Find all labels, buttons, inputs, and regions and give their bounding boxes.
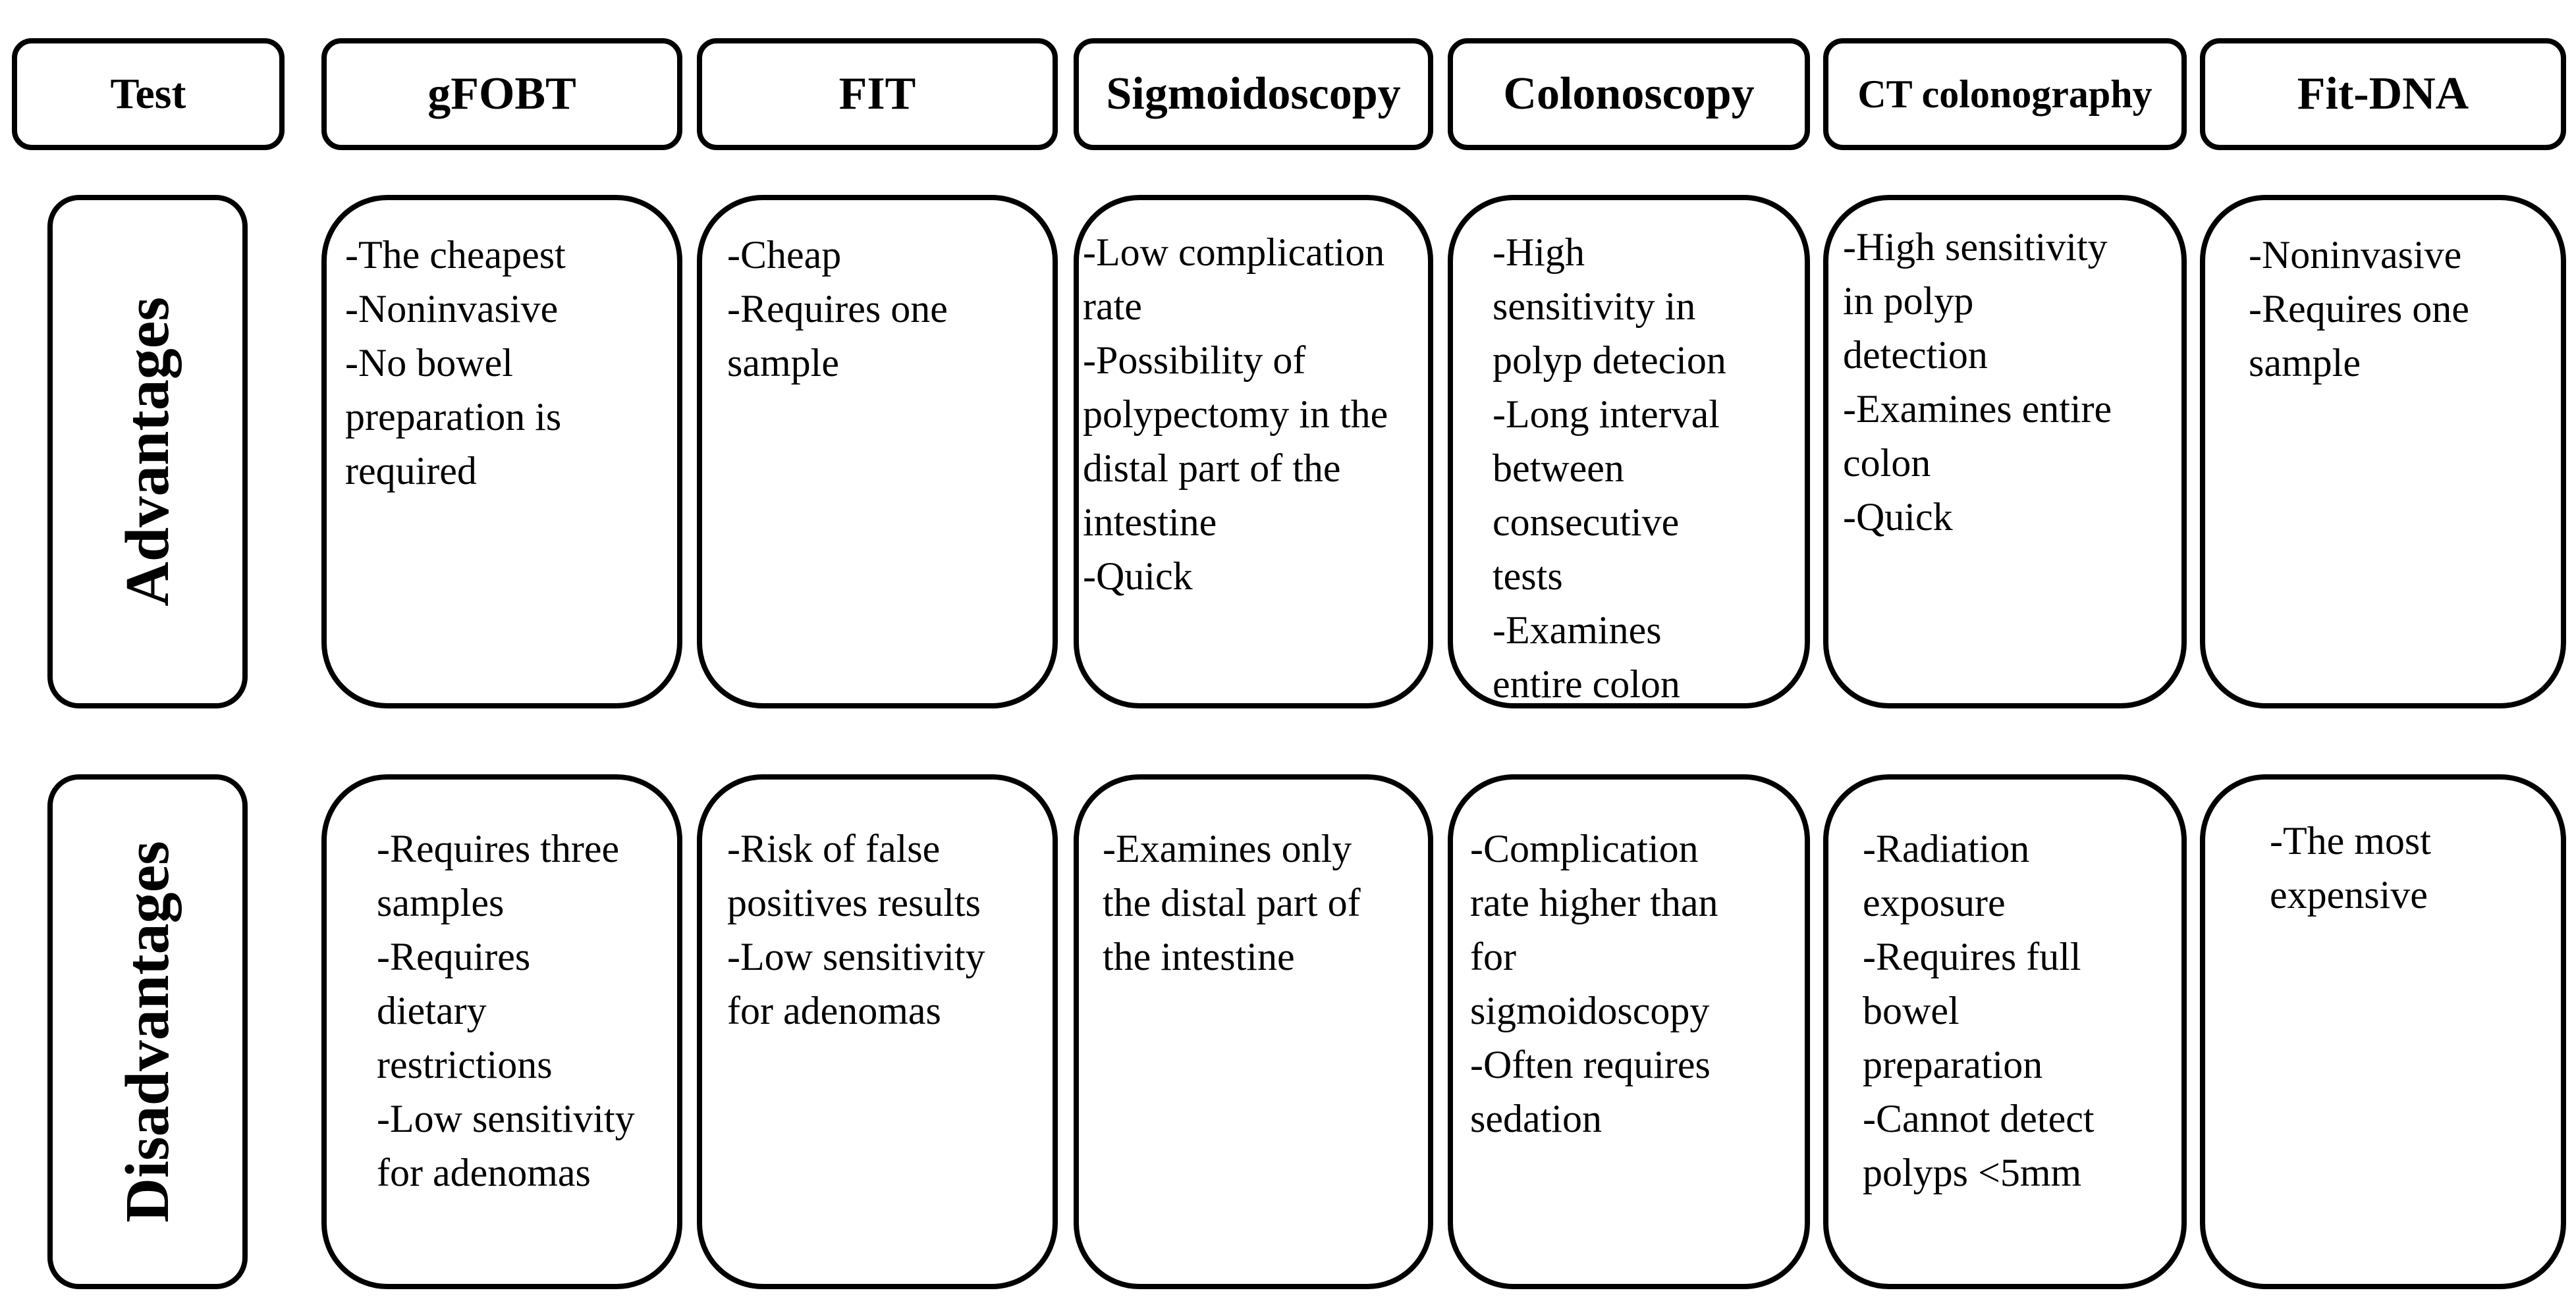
cell-line: expensive [2270, 873, 2428, 917]
disadvantages-label: Disadvantages [113, 841, 182, 1223]
cell-disadvantages-fit-dna: -The most expensive [2200, 774, 2566, 1289]
cell-line: -Quick [1083, 554, 1193, 598]
cell-line: -Possibility of [1083, 338, 1306, 382]
cell-line: -Requires three [377, 827, 620, 870]
header-fit-dna: Fit-DNA [2200, 38, 2566, 150]
cell-line: between [1493, 446, 1624, 490]
cell-disadvantages-sigmoidoscopy: -Examines only the distal part of the inte… [1074, 774, 1433, 1289]
cell-line: rate [1083, 284, 1142, 328]
advantages-colonoscopy-text: -High sensitivity in polyp detecion -Long i… [1493, 225, 1726, 711]
cell-line: rate higher than [1470, 881, 1718, 924]
cell-line: the distal part of [1103, 881, 1361, 924]
header-colonoscopy: Colonoscopy [1448, 38, 1810, 150]
cell-line: consecutive [1493, 500, 1680, 544]
cell-line: bowel [1863, 989, 1959, 1032]
cell-line: -Cheap [727, 233, 842, 277]
cell-line: -Noninvasive [345, 287, 559, 331]
cell-line: -Risk of false [727, 827, 941, 870]
cell-line: for adenomas [377, 1151, 591, 1194]
cell-line: -Long interval [1493, 392, 1720, 436]
cell-line: for [1470, 935, 1516, 978]
cell-line: distal part of the [1083, 446, 1341, 490]
header-test: Test [12, 38, 285, 150]
header-sigmoidoscopy: Sigmoidoscopy [1074, 38, 1433, 150]
cell-line: -Radiation [1863, 827, 2030, 870]
cell-line: the intestine [1103, 935, 1295, 978]
cell-line: -Quick [1843, 495, 1953, 539]
disadvantages-colonoscopy-text: -Complication rate higher than for sigmoido… [1470, 822, 1718, 1146]
cell-line: -The cheapest [345, 233, 566, 277]
cell-line: in polyp [1843, 279, 1974, 323]
cell-advantages-fit-dna: -Noninvasive -Requires one sample [2200, 195, 2566, 708]
advantages-ct-colonography-text: -High sensitivity in polyp detection -Exami… [1843, 220, 2112, 544]
advantages-gfobt-text: -The cheapest -Noninvasive -No bowel prepar… [345, 228, 566, 498]
cell-line: sample [727, 341, 839, 385]
cell-line: -Noninvasive [2249, 233, 2462, 277]
advantages-fit-text: -Cheap -Requires one sample [727, 228, 948, 390]
cell-advantages-ct-colonography: -High sensitivity in polyp detection -Exami… [1823, 195, 2187, 708]
disadvantages-ct-colonography-text: -Radiation exposure -Requires full bowel pre… [1863, 822, 2095, 1200]
cell-line: -Low complication [1083, 230, 1385, 274]
cell-line: -The most [2270, 819, 2431, 863]
cell-line: restrictions [377, 1043, 553, 1086]
cell-line: entire colon [1493, 662, 1680, 706]
advantages-fit-dna-text: -Noninvasive -Requires one sample [2249, 228, 2469, 390]
header-fit: FIT [697, 38, 1058, 150]
disadvantages-sigmoidoscopy-text: -Examines only the distal part of the inte… [1103, 822, 1361, 984]
cell-line: polyps <5mm [1863, 1151, 2082, 1194]
cell-disadvantages-fit: -Risk of false positives results -Low sens… [697, 774, 1058, 1289]
cell-line: required [345, 449, 477, 492]
cell-line: sample [2249, 341, 2361, 385]
cell-line: -Examines entire [1843, 387, 2112, 431]
row-label-disadvantages: Disadvantages [47, 774, 248, 1289]
cell-line: preparation [1863, 1043, 2043, 1086]
cell-line: exposure [1863, 881, 2006, 924]
cell-line: -Requires one [2249, 287, 2469, 331]
header-gfobt: gFOBT [321, 38, 682, 150]
cell-disadvantages-colonoscopy: -Complication rate higher than for sigmoido… [1448, 774, 1810, 1289]
cell-line: -Requires [377, 935, 531, 978]
disadvantages-gfobt-text: -Requires three samples -Requires dietary re… [377, 822, 635, 1200]
cell-disadvantages-gfobt: -Requires three samples -Requires dietary re… [321, 774, 682, 1289]
cell-line: tests [1493, 554, 1563, 598]
cell-line: -No bowel [345, 341, 513, 385]
disadvantages-fit-text: -Risk of false positives results -Low sens… [727, 822, 985, 1038]
cell-line: -Low sensitivity [377, 1097, 635, 1140]
cell-line: -Cannot detect [1863, 1097, 2095, 1140]
cell-advantages-fit: -Cheap -Requires one sample [697, 195, 1058, 708]
cell-line: -Requires one [727, 287, 948, 331]
cell-advantages-sigmoidoscopy: -Low complication rate -Possibility of poly… [1074, 195, 1433, 708]
cell-line: sedation [1470, 1097, 1602, 1140]
cell-line: detection [1843, 333, 1988, 377]
cell-disadvantages-ct-colonography: -Radiation exposure -Requires full bowel pre… [1823, 774, 2187, 1289]
cell-line: positives results [727, 881, 981, 924]
cell-line: -Examines only [1103, 827, 1352, 870]
cell-line: -Often requires [1470, 1043, 1711, 1086]
cell-line: -Requires full [1863, 935, 2081, 978]
disadvantages-fit-dna-text: -The most expensive [2270, 814, 2431, 922]
cell-line: -Complication [1470, 827, 1699, 870]
cell-line: samples [377, 881, 505, 924]
cell-line: for adenomas [727, 989, 941, 1032]
cell-line: colon [1843, 441, 1931, 485]
cell-line: polyp detecion [1493, 338, 1726, 382]
cell-advantages-gfobt: -The cheapest -Noninvasive -No bowel prepar… [321, 195, 682, 708]
row-label-advantages: Advantages [47, 195, 248, 708]
advantages-label: Advantages [113, 296, 182, 607]
cell-line: preparation is [345, 395, 562, 439]
cell-line: -High [1493, 230, 1585, 274]
header-ct-colonography: CT colonography [1823, 38, 2187, 150]
cell-line: intestine [1083, 500, 1217, 544]
cell-line: sigmoidoscopy [1470, 989, 1710, 1032]
cell-line: -Examines [1493, 608, 1662, 652]
cell-advantages-colonoscopy: -High sensitivity in polyp detecion -Long i… [1448, 195, 1810, 708]
cell-line: polypectomy in the [1083, 392, 1388, 436]
cell-line: -Low sensitivity [727, 935, 985, 978]
cell-line: dietary [377, 989, 487, 1032]
cell-line: sensitivity in [1493, 284, 1696, 328]
cell-line: -High sensitivity [1843, 225, 2108, 269]
advantages-sigmoidoscopy-text: -Low complication rate -Possibility of poly… [1083, 225, 1388, 603]
